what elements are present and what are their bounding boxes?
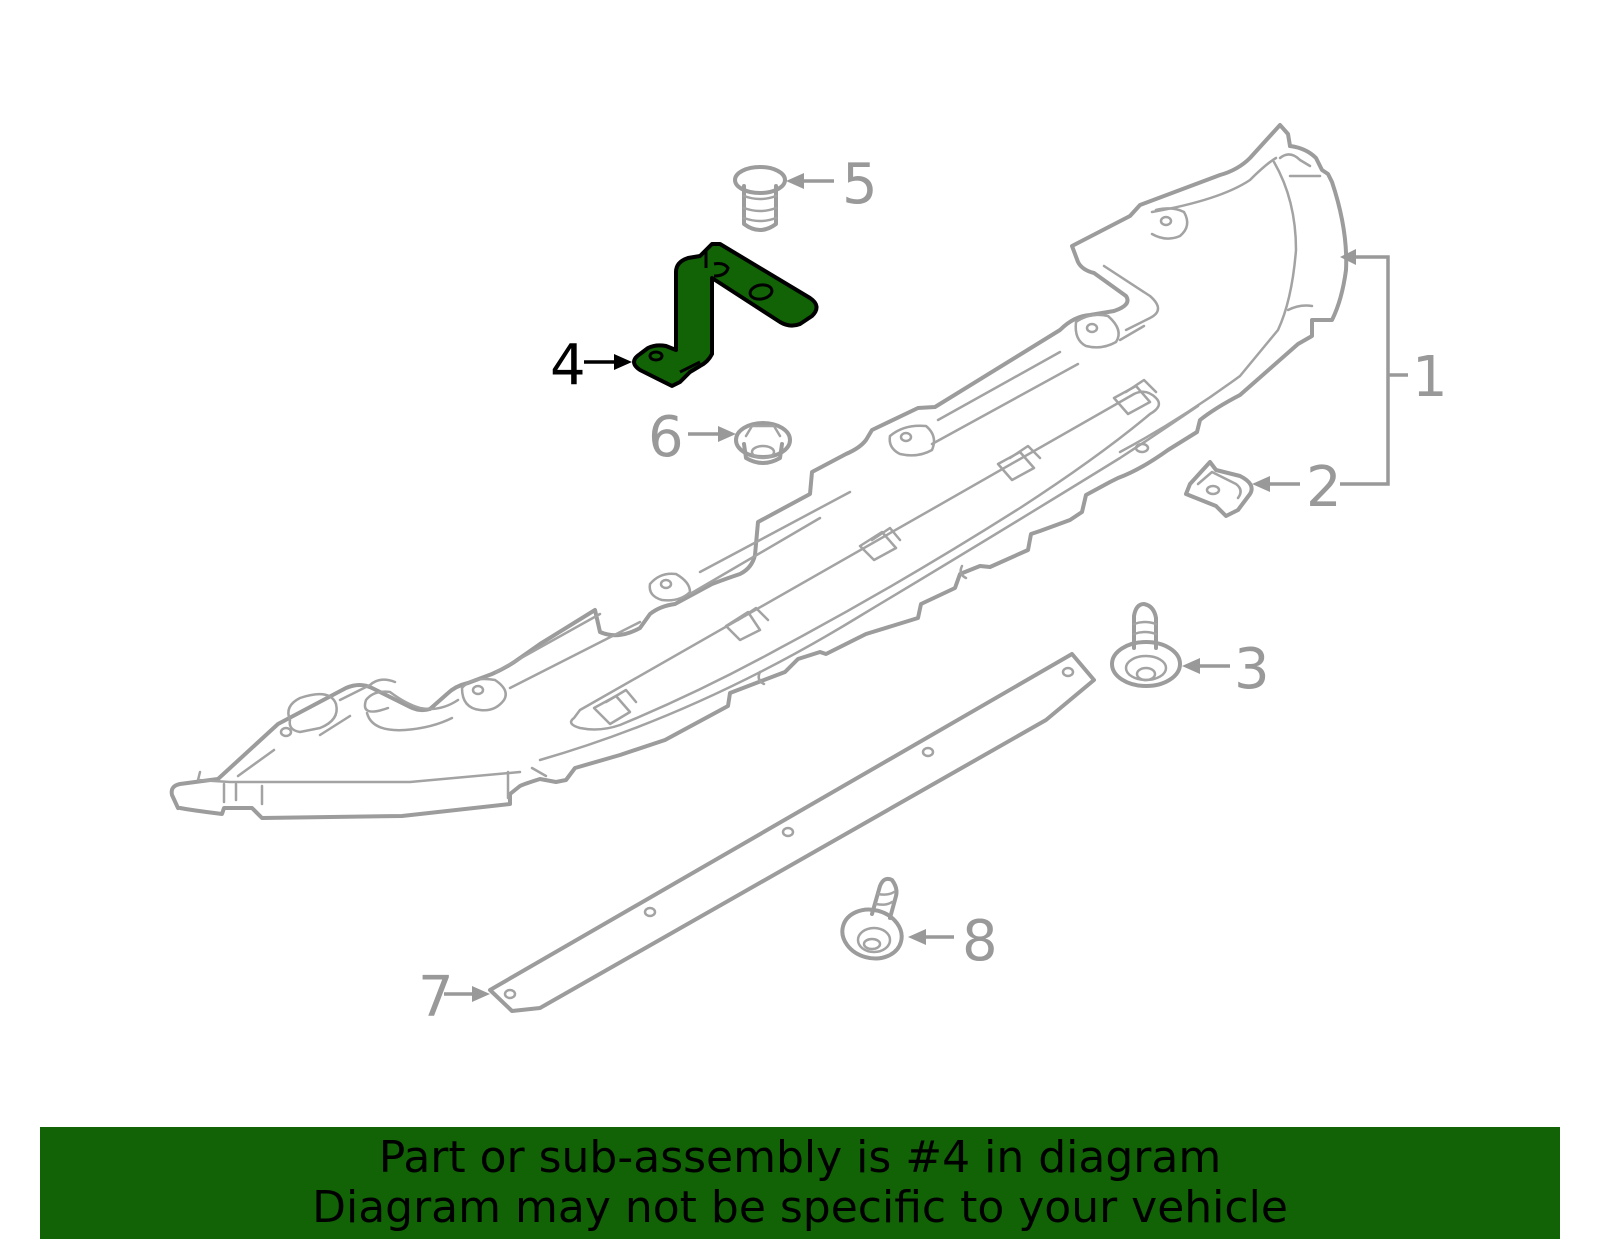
callout-2[interactable]: 2 (1306, 455, 1342, 520)
part-2-clip[interactable] (1184, 460, 1254, 518)
callout-7[interactable]: 7 (418, 965, 454, 1030)
info-banner: Part or sub-assembly is #4 in diagram Di… (40, 1127, 1560, 1239)
part-4-bracket[interactable] (632, 242, 819, 388)
banner-line-part: Part or sub-assembly is #4 in diagram (378, 1132, 1222, 1183)
part-8-screw[interactable] (837, 876, 907, 965)
callout-8[interactable]: 8 (962, 909, 998, 974)
part-5-push-pin[interactable] (733, 165, 787, 232)
callout-1[interactable]: 1 (1412, 345, 1448, 410)
callout-5[interactable]: 5 (842, 152, 878, 217)
part-6-nut[interactable] (734, 421, 792, 465)
banner-line-disclaimer: Diagram may not be specific to your vehi… (312, 1182, 1288, 1233)
part-7-seal-strip[interactable] (488, 652, 1096, 1013)
callout-3[interactable]: 3 (1234, 637, 1270, 702)
part-1-under-cover[interactable] (169, 123, 1349, 820)
clip-squares (592, 378, 1158, 726)
callout-4[interactable]: 4 (550, 333, 586, 398)
part-3-screw[interactable] (1110, 602, 1182, 688)
callout-pointers (444, 173, 1408, 1002)
callout-6[interactable]: 6 (648, 405, 684, 470)
